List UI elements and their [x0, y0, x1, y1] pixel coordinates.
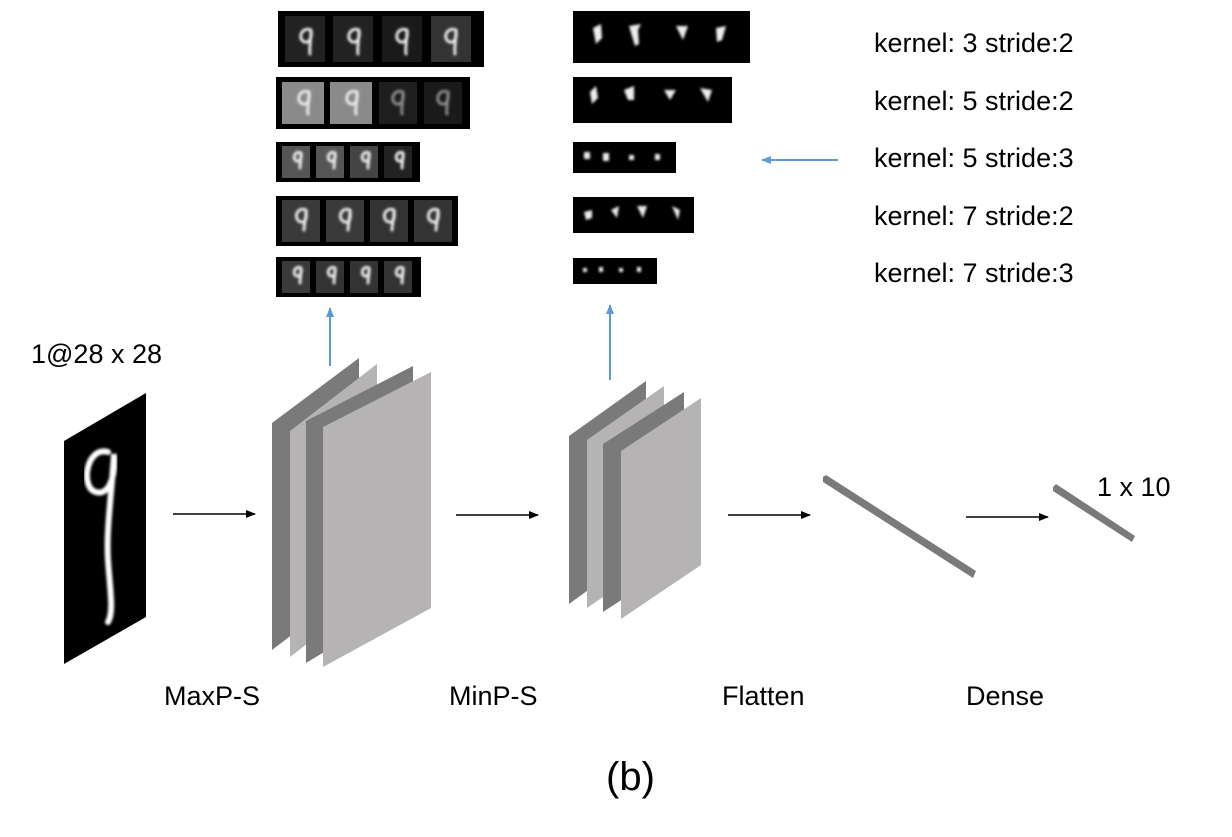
input-image	[64, 393, 146, 664]
config-label-4: kernel: 7 stride:2	[874, 201, 1074, 231]
minp-feature-row-4	[573, 197, 694, 233]
maxp-feature-row-1	[278, 11, 484, 67]
stage-label-maxp-s: MaxP-S	[164, 681, 261, 711]
config-label-5: kernel: 7 stride:3	[874, 258, 1074, 288]
config-label-1: kernel: 3 stride:2	[874, 28, 1074, 58]
maxp-feature-maps	[276, 11, 484, 297]
dense-bar	[1053, 484, 1135, 542]
minp-feature-maps	[573, 11, 750, 284]
flatten-bar	[823, 475, 976, 578]
minp-feature-row-2	[573, 77, 732, 123]
stage-label-minp-s: MinP-S	[449, 681, 538, 711]
stage-label-flatten: Flatten	[722, 681, 805, 711]
output-shape-label: 1 x 10	[1097, 472, 1171, 502]
maxp-s-layer-stack	[272, 358, 431, 667]
config-label-3: kernel: 5 stride:3	[874, 143, 1074, 173]
figure-caption: (b)	[606, 755, 655, 799]
minp-s-layer-stack	[569, 381, 701, 619]
stage-label-dense: Dense	[966, 681, 1045, 711]
input-shape-label: 1@28 x 28	[31, 339, 162, 369]
config-label-2: kernel: 5 stride:2	[874, 86, 1074, 116]
